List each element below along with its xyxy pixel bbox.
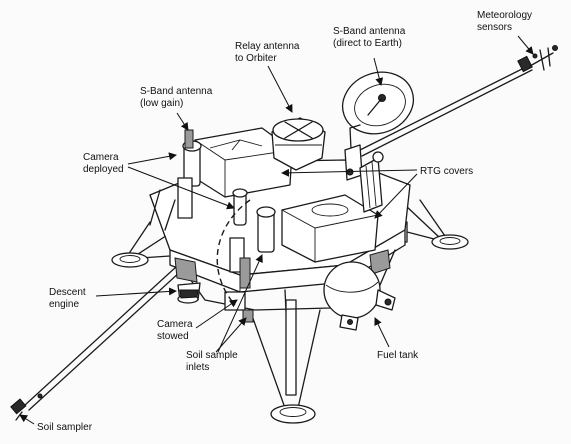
label-fuel-tank: Fuel tank: [377, 350, 419, 361]
label-descent-engine: Descent engine: [49, 287, 86, 310]
meteorology-boom: [359, 45, 558, 157]
camera-stowed-assembly: [216, 199, 276, 323]
soil-sampler-boom: [10, 244, 205, 421]
fuel-tank: [323, 261, 396, 331]
label-relay-antenna: Relay antenna to Orbiter: [235, 41, 300, 64]
label-soil-sampler: Soil sampler: [37, 422, 93, 433]
descent-engine: [177, 282, 201, 304]
front-leg: [249, 289, 321, 424]
label-camera-stowed: Camera stowed: [157, 319, 193, 342]
relay-antenna: [271, 117, 326, 171]
label-sband-direct: S-Band antenna (direct to Earth): [333, 26, 406, 49]
label-sband-low-gain: S-Band antenna (low gain): [140, 86, 213, 109]
label-meteorology-sensors: Meteorology sensors: [477, 10, 533, 33]
rtg-cover-front: [281, 194, 379, 263]
label-soil-sample-inlets: Soil sample inlets: [186, 350, 238, 373]
label-camera-deployed: Camera deployed: [83, 152, 124, 175]
leader-lines: [19, 35, 534, 425]
label-rtg-covers: RTG covers: [420, 166, 474, 177]
